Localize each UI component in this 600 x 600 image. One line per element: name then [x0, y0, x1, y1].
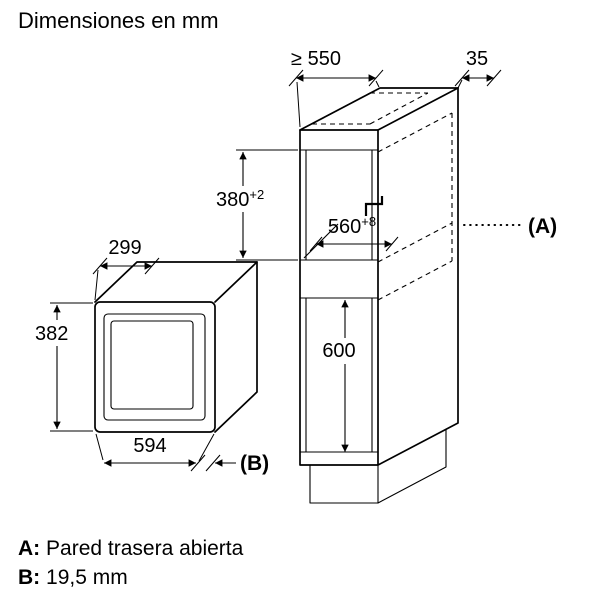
cabinet-inner-walls	[305, 150, 373, 452]
dim-niche-height: 380+2	[212, 149, 298, 261]
cabinet-side-face	[377, 87, 459, 466]
microwave-side-face	[214, 261, 258, 433]
dim-appliance-depth: 299	[92, 237, 160, 301]
appliance-height-label: 382	[35, 323, 68, 345]
legend-key-b: B:	[18, 566, 41, 589]
cabinet-shelf-lines	[299, 149, 379, 453]
dim-rear-gap: 35	[454, 48, 502, 89]
legend-value-a: Pared trasera abierta	[46, 537, 244, 560]
microwave-drawing	[94, 261, 258, 433]
legend: A: Pared trasera abierta B: 19,5 mm	[18, 534, 243, 592]
dim-niche-width: 560+8	[309, 214, 399, 252]
legend-value-b: 19,5 mm	[46, 566, 128, 589]
callout-a: (A)	[463, 215, 557, 238]
lower-compartment-label: 600	[322, 340, 355, 362]
niche-height-label: 380+2	[216, 187, 264, 211]
microwave-door-window	[110, 320, 194, 410]
page-title: Dimensiones en mm	[18, 8, 219, 33]
dim-cabinet-depth: ≥ 550	[288, 48, 384, 128]
microwave-front-face	[94, 301, 216, 433]
legend-line-b: B: 19,5 mm	[18, 563, 243, 592]
legend-line-a: A: Pared trasera abierta	[18, 534, 243, 563]
mounting-bracket-icon	[364, 196, 384, 216]
legend-key-a: A:	[18, 537, 41, 560]
cabinet-plinth	[309, 428, 447, 504]
appliance-width-label: 594	[133, 435, 166, 457]
appliance-depth-label: 299	[108, 237, 141, 259]
niche-width-label: 560+8	[328, 214, 376, 238]
dim-appliance-width: 594	[95, 433, 215, 472]
microwave-door-frame	[103, 313, 206, 421]
callout-a-label: (A)	[528, 215, 557, 238]
microwave-top-face	[94, 261, 258, 303]
dim-lower-compartment: 600	[317, 300, 361, 452]
rear-gap-label: 35	[466, 48, 488, 70]
cabinet-drawing	[299, 87, 459, 504]
callout-b: (B)	[205, 452, 269, 475]
dim-appliance-height: 382	[31, 302, 93, 432]
callout-b-label: (B)	[240, 452, 269, 475]
cabinet-depth-label: ≥ 550	[291, 48, 341, 70]
